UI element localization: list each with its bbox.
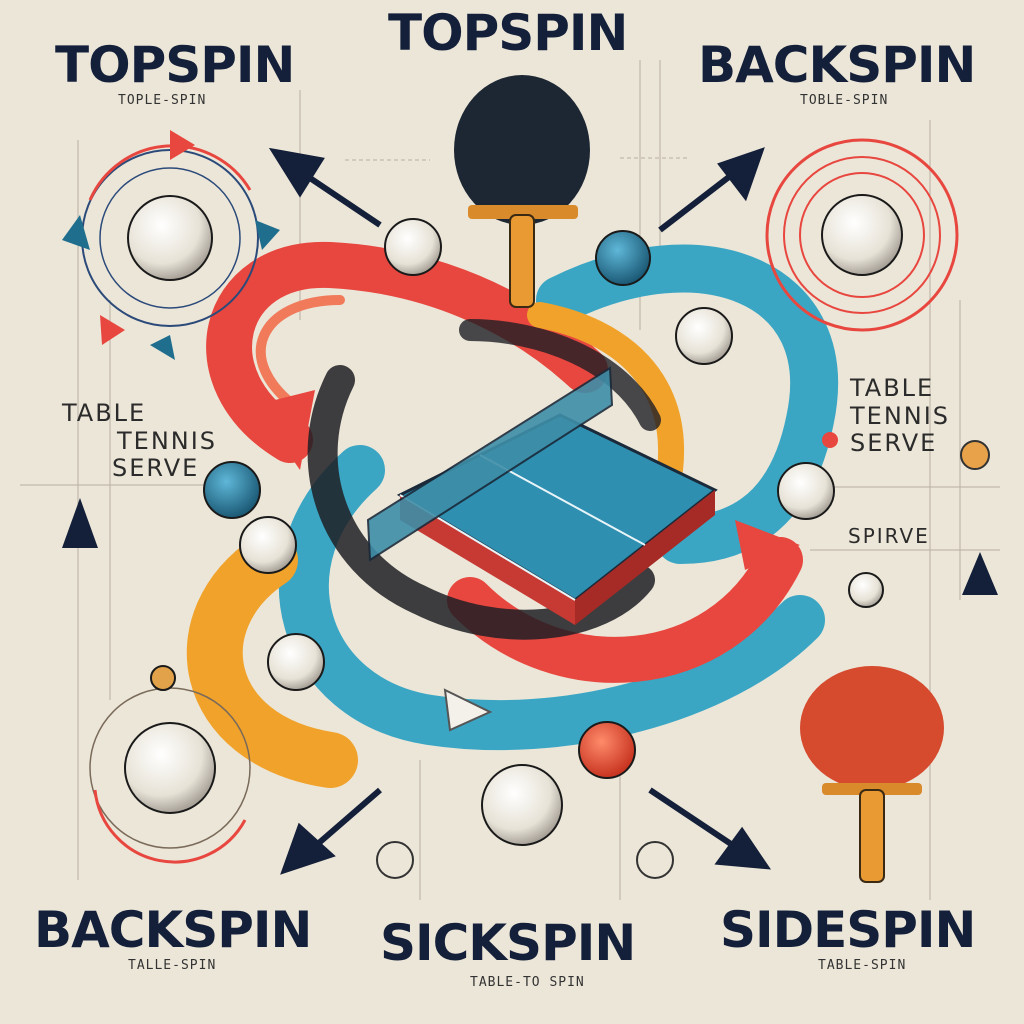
sublabel-topspin-left: TOPLE-SPIN	[118, 93, 207, 108]
red-swirl-top	[206, 241, 608, 463]
label-backspin-right: BACKSPIN	[698, 36, 976, 94]
side-text-left-line3: SERVE	[112, 454, 200, 483]
sublabel-backspin-right: TOBLE-SPIN	[800, 93, 889, 108]
ball-emblem-top-left	[81, 144, 259, 327]
paddle-icon	[454, 75, 590, 308]
side-text-right-line3: SERVE	[850, 429, 938, 458]
ball-icon	[150, 218, 884, 846]
red-swirl-top-inner	[255, 295, 345, 415]
ball-emblem-top-right	[765, 138, 959, 332]
label-sidespin: SIDESPIN	[720, 901, 976, 959]
white-arrowhead-bottom	[443, 688, 493, 732]
ball-emblem-bottom-left	[89, 687, 251, 864]
teal-swirl-bottom	[278, 445, 825, 751]
side-text-right-line2: TENNIS	[850, 401, 951, 430]
paddle-icon-red	[800, 666, 944, 883]
sublabel-backspin-left: TALLE-SPIN	[128, 958, 217, 973]
side-text-left-line1: TABLE	[62, 399, 147, 427]
decorative-chevrons	[62, 130, 990, 879]
side-text-right-line1: TABLE	[850, 374, 935, 402]
table-net	[366, 366, 614, 562]
red-arrowhead-left	[255, 390, 315, 470]
label-topspin-center: TOPSPIN	[388, 4, 628, 62]
side-text-right-extra: SPIRVE	[848, 524, 930, 548]
orange-swirl-center	[527, 302, 685, 483]
side-text-right: TABLE TENNIS SERVE	[850, 374, 951, 458]
sublabel-sickspin: TABLE-TO SPIN	[470, 975, 585, 990]
dark-swirl-core-2	[459, 319, 661, 431]
label-sickspin: SICKSPIN	[380, 914, 636, 972]
guide-lines	[20, 60, 1000, 900]
small-arrows	[62, 498, 998, 595]
swirl-arrowheads	[255, 390, 800, 732]
side-text-left: TABLE TENNIS SERVE	[62, 399, 218, 483]
label-backspin-left: BACKSPIN	[34, 901, 312, 959]
side-text-left-line2: TENNIS	[117, 426, 218, 455]
arrow-icon	[268, 147, 772, 875]
sublabel-sidespin: TABLE-SPIN	[818, 958, 907, 973]
orange-swirl-left	[186, 532, 358, 788]
red-arrowhead-right	[735, 520, 800, 570]
table-icon	[366, 366, 718, 625]
label-topspin-left: TOPSPIN	[55, 36, 295, 94]
